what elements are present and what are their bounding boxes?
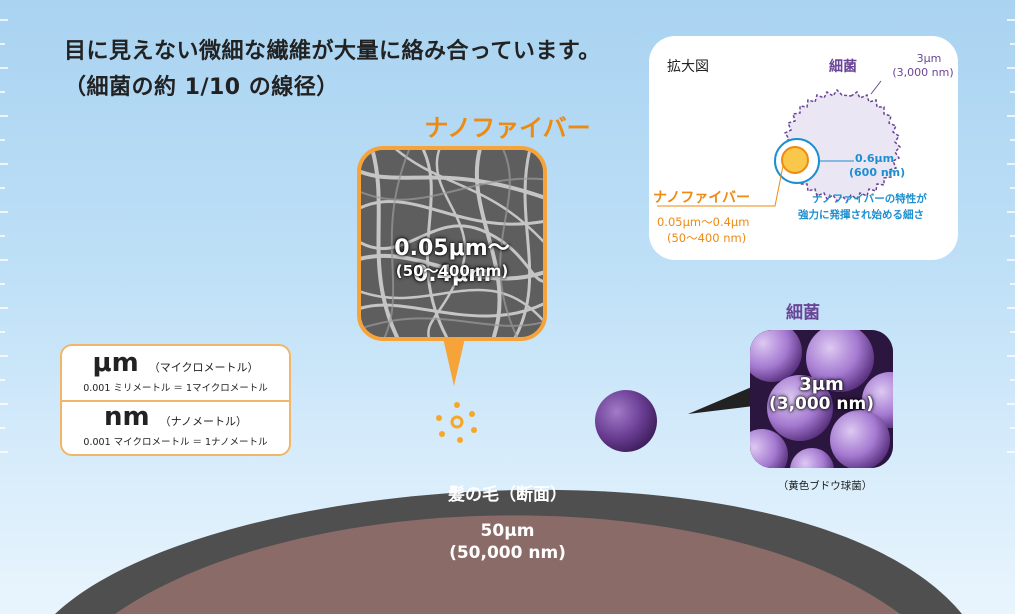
headline-line-2: （細菌の約 1/10 の線径） xyxy=(64,75,339,100)
zoom-nanofiber-size-nm: (50〜400 nm) xyxy=(667,231,747,245)
um-symbol: μm xyxy=(92,348,139,378)
nanofiber-dots-icon xyxy=(436,402,477,443)
bacteria-photo-frame: 3μm (3,000 nm) xyxy=(750,330,893,468)
bacteria-caption: （黄色ブドウ球菌） xyxy=(777,480,873,492)
zoom-bacteria-size-um: 3μm xyxy=(916,52,942,65)
hair-inner-core xyxy=(115,515,900,614)
nm-symbol: nm xyxy=(103,402,150,432)
unit-legend: μm （マイクロメートル） 0.001 ミリメートル ＝ 1マイクロメートル nm… xyxy=(60,344,291,456)
left-ruler xyxy=(0,19,8,453)
nanofiber-circle xyxy=(781,146,809,174)
nanofiber-size-nm: (50〜400 nm) xyxy=(395,262,509,280)
zoom-mid-size-nm: (600 nm) xyxy=(849,166,906,179)
nm-name: （ナノメートル） xyxy=(159,415,248,428)
nanofiber-size-um: 0.05μm〜0.4μm xyxy=(394,236,510,287)
zoom-nanofiber-size-um: 0.05μm〜0.4μm xyxy=(657,215,750,229)
right-ruler xyxy=(1007,19,1015,453)
zoom-panel: 拡大図 細菌 3μm (3,000 nm) 0.6μm (600 nm) ナノフ… xyxy=(649,36,958,260)
nm-unit-row: nm （ナノメートル） xyxy=(62,402,289,432)
nanofiber-pointer xyxy=(443,338,465,386)
bacteria-label: 細菌 xyxy=(786,303,820,323)
zoom-bacteria-label: 細菌 xyxy=(829,59,857,75)
hair-size-um: 50μm xyxy=(480,521,535,541)
bacteria-size-nm: (3,000 nm) xyxy=(768,394,875,414)
zoom-bacteria-size-nm: (3,000 nm) xyxy=(892,66,954,79)
headline: 目に見えない微細な繊維が大量に絡み合っています。 （細菌の約 1/10 の線径） xyxy=(64,34,601,106)
hair-size-nm: (50,000 nm) xyxy=(449,543,566,563)
bacteria-sphere xyxy=(595,390,657,452)
zoom-characteristic-line-1: ナノファイバーの特性が xyxy=(812,193,927,205)
nm-definition: 0.001 マイクロメートル ＝ 1ナノメートル xyxy=(83,437,268,448)
unit-divider xyxy=(62,400,289,402)
um-definition: 0.001 ミリメートル ＝ 1マイクロメートル xyxy=(83,383,268,394)
zoom-diagram xyxy=(657,80,902,207)
um-unit-row: μm （マイクロメートル） xyxy=(62,348,289,378)
zoom-title: 拡大図 xyxy=(667,59,709,75)
bacteria-pointer xyxy=(688,386,754,414)
bacteria-size-um: 3μm xyxy=(799,374,844,395)
zoom-characteristic-line-2: 強力に発揮され始める細さ xyxy=(798,209,924,221)
bacteria-leader xyxy=(870,80,882,95)
um-name: （マイクロメートル） xyxy=(148,361,259,374)
nanofiber-photo-panel: 0.05μm〜0.4μm (50〜400 nm) xyxy=(357,146,547,341)
nanofiber-sem-image xyxy=(361,150,543,337)
headline-line-1: 目に見えない微細な繊維が大量に絡み合っています。 xyxy=(64,39,601,64)
nanofiber-leader xyxy=(657,165,784,207)
nanofiber-title: ナノファイバー xyxy=(424,114,591,142)
zoom-nanofiber-label: ナノファイバー xyxy=(653,190,751,206)
nanofiber-photo-frame: 0.05μm〜0.4μm (50〜400 nm) xyxy=(357,146,547,341)
zoom-mid-size-um: 0.6μm xyxy=(855,152,895,165)
hair-label: 髪の毛（断面） xyxy=(448,485,567,505)
bacteria-micrograph xyxy=(750,330,893,468)
